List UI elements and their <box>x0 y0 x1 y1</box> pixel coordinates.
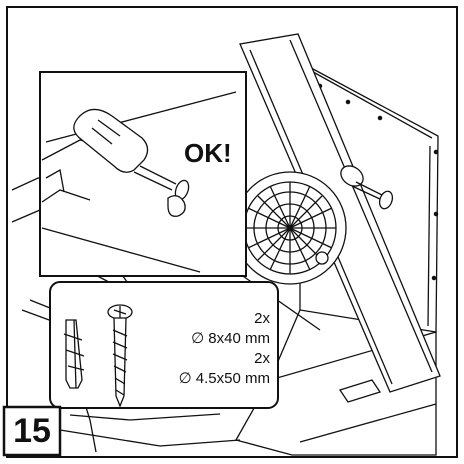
plug-quantity: 2x <box>254 310 270 327</box>
screwdriver-right <box>340 165 394 210</box>
plug-size: ∅ 8x40 mm <box>191 330 270 347</box>
ok-label: OK! <box>184 138 232 168</box>
step-number: 15 <box>13 411 51 450</box>
hood-body <box>11 33 441 456</box>
diagram-frame <box>6 6 458 458</box>
step-number-box <box>2 405 62 457</box>
screw-size: ∅ 4.5x50 mm <box>178 370 270 387</box>
wall-plug-icon <box>63 319 85 389</box>
screw-quantity: 2x <box>254 350 270 367</box>
detail-callout <box>39 71 247 277</box>
hardware-box <box>49 281 279 409</box>
screw-icon <box>107 304 133 408</box>
